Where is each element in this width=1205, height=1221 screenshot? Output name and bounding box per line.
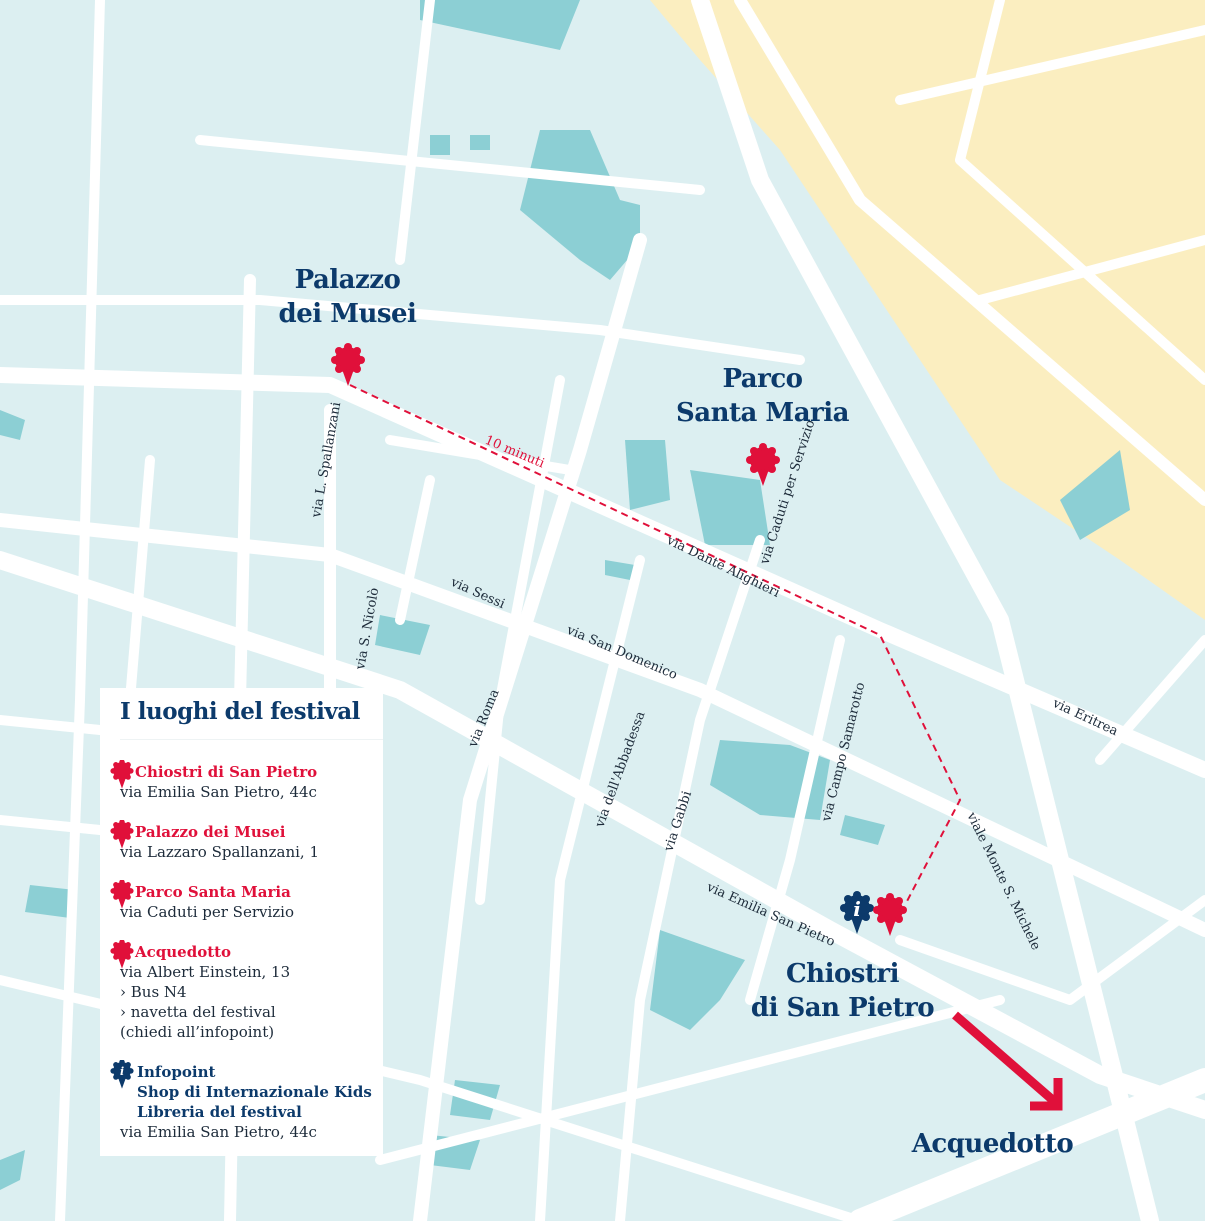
legend-entry-name: Chiostri di San Pietro (135, 763, 318, 781)
street-label-eritrea: via Eritrea (1049, 696, 1120, 740)
place-label-palazzo: Palazzo dei Musei (260, 263, 435, 331)
legend-entry-name: Parco Santa Maria (135, 883, 291, 901)
legend-entry-note: › Bus N4 (120, 983, 187, 1001)
legend-entry-palazzo: Palazzo dei Musei via Lazzaro Spallanzan… (110, 820, 383, 862)
infopoint-icon: i (110, 1060, 134, 1089)
legend-entry-address: via Emilia San Pietro, 44c (120, 783, 317, 801)
place-label-acquedotto: Acquedotto (905, 1127, 1080, 1161)
street-label-spallanzani: via L. Spallanzani (309, 401, 344, 520)
legend-entry-note: (chiedi all’infopoint) (120, 1023, 275, 1041)
legend-entry-address: via Albert Einstein, 13 (120, 963, 291, 981)
pin-icon (110, 760, 134, 789)
place-line: Chiostri (785, 959, 900, 989)
place-line: di San Pietro (750, 993, 935, 1023)
legend-panel: I luoghi del festival Chiostri di San Pi… (100, 688, 383, 1156)
pin-icon (110, 880, 134, 909)
legend-entry-chiostri: Chiostri di San Pietro via Emilia San Pi… (110, 760, 383, 802)
pin-icon (110, 820, 134, 849)
place-line: dei Musei (278, 299, 417, 329)
place-label-chiostri: Chiostri di San Pietro (740, 957, 945, 1025)
legend-entry-address: via Emilia San Pietro, 44c (120, 1123, 317, 1141)
infopoint-letter: i (853, 897, 861, 921)
place-line: Palazzo (294, 265, 401, 295)
legend-entry-note: › navetta del festival (120, 1003, 276, 1021)
legend-entry-name: Palazzo dei Musei (135, 823, 286, 841)
legend-entry-address: via Caduti per Servizio (120, 903, 295, 921)
place-line: Acquedotto (911, 1129, 1074, 1159)
legend-entry-parco: Parco Santa Maria via Caduti per Servizi… (110, 880, 383, 922)
legend-title: I luoghi del festival (120, 698, 383, 740)
place-line: Parco (722, 364, 803, 394)
legend-entry-address: via Lazzaro Spallanzani, 1 (120, 843, 320, 861)
legend-entry-name: Libreria del festival (137, 1103, 302, 1121)
legend-entry-name: Acquedotto (135, 943, 232, 961)
legend-entry-name: Infopoint (137, 1063, 216, 1081)
legend-entry-infopoint: i Infopoint Shop di Internazionale Kids … (110, 1060, 383, 1142)
pin-icon (110, 940, 134, 969)
walking-route (349, 384, 962, 906)
pin-chiostri-icon[interactable] (873, 893, 907, 936)
street-label-caduti: via Caduti per Servizio (757, 418, 818, 567)
place-label-parco: Parco Santa Maria (660, 362, 865, 430)
railway-yard (650, 0, 1205, 620)
legend-entry-acquedotto: Acquedotto via Albert Einstein, 13 › Bus… (110, 940, 383, 1042)
legend-entry-name: Shop di Internazionale Kids (137, 1083, 372, 1101)
svg-text:i: i (120, 1065, 124, 1078)
place-line: Santa Maria (676, 398, 849, 428)
arrow-to-acquedotto-icon (952, 1011, 1063, 1111)
